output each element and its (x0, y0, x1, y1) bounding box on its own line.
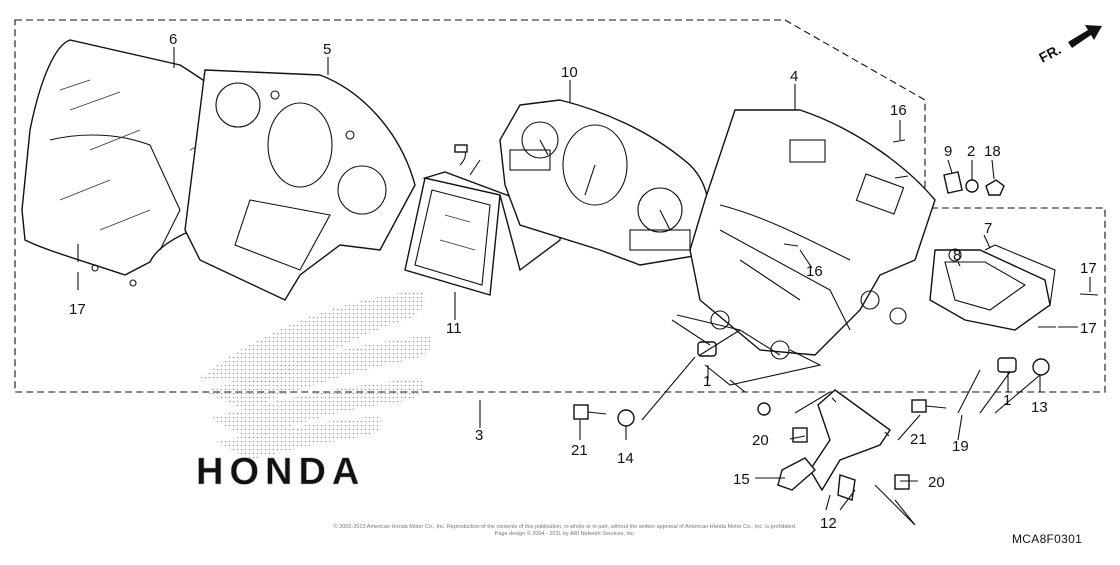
diagram-code: MCA8F0301 (1012, 532, 1083, 546)
direction-label: FR. (1036, 41, 1063, 66)
callout-17-right: 17 (1080, 260, 1097, 277)
callout-7: 7 (984, 220, 992, 237)
part-4-case (689, 109, 936, 360)
callout-21-right: 21 (910, 431, 927, 448)
hardware (77, 139, 1099, 490)
part-5-meter-panel (184, 69, 416, 301)
leader-lines (77, 47, 1091, 526)
callout-16: 16 (890, 102, 907, 119)
callout-2: 2 (967, 143, 975, 160)
callout-10: 10 (561, 64, 578, 81)
callout-17-lower: 17 (1080, 320, 1097, 337)
callout-labels: 6 5 10 4 16 9 2 18 16 8 7 17 17 17 11 3 … (69, 31, 1097, 532)
callout-4: 4 (790, 68, 798, 85)
callout-15: 15 (733, 471, 750, 488)
callout-6: 6 (169, 31, 177, 48)
callout-19: 19 (952, 438, 969, 455)
callout-9: 9 (944, 143, 952, 160)
part-10-gauge-cluster (499, 99, 710, 266)
copyright-notice: © 2002-2013 American Honda Motor Co., In… (260, 524, 870, 538)
part-11-display (404, 144, 561, 296)
arrow-icon (1068, 25, 1102, 48)
assembly-boundary (14, 19, 1106, 393)
part-12-bracket (777, 389, 891, 501)
callout-11: 11 (446, 320, 462, 337)
callout-8: 8 (953, 247, 961, 264)
copyright-line-2: Page design © 2004 - 2011 by ARI Network… (494, 531, 636, 537)
callout-13: 13 (1031, 399, 1048, 416)
copyright-line-1: © 2002-2013 American Honda Motor Co., In… (333, 524, 797, 530)
honda-wing-watermark: HONDA (196, 290, 432, 493)
part-7-8-housing (929, 244, 1056, 331)
callout-20-lower: 20 (928, 474, 945, 491)
front-direction-arrow: FR. (1036, 25, 1102, 66)
callout-16-lower: 16 (806, 263, 823, 280)
callout-5: 5 (323, 41, 331, 58)
callout-21-left: 21 (571, 442, 588, 459)
callout-3: 3 (475, 427, 483, 444)
callout-20-upper: 20 (752, 432, 769, 449)
callout-14: 14 (617, 450, 634, 467)
callout-17-left: 17 (69, 301, 86, 318)
callout-1-right: 1 (1003, 392, 1011, 409)
callout-12: 12 (820, 515, 837, 532)
callout-1-left: 1 (703, 373, 711, 390)
callout-18: 18 (984, 143, 1001, 160)
watermark-text: HONDA (196, 451, 365, 493)
